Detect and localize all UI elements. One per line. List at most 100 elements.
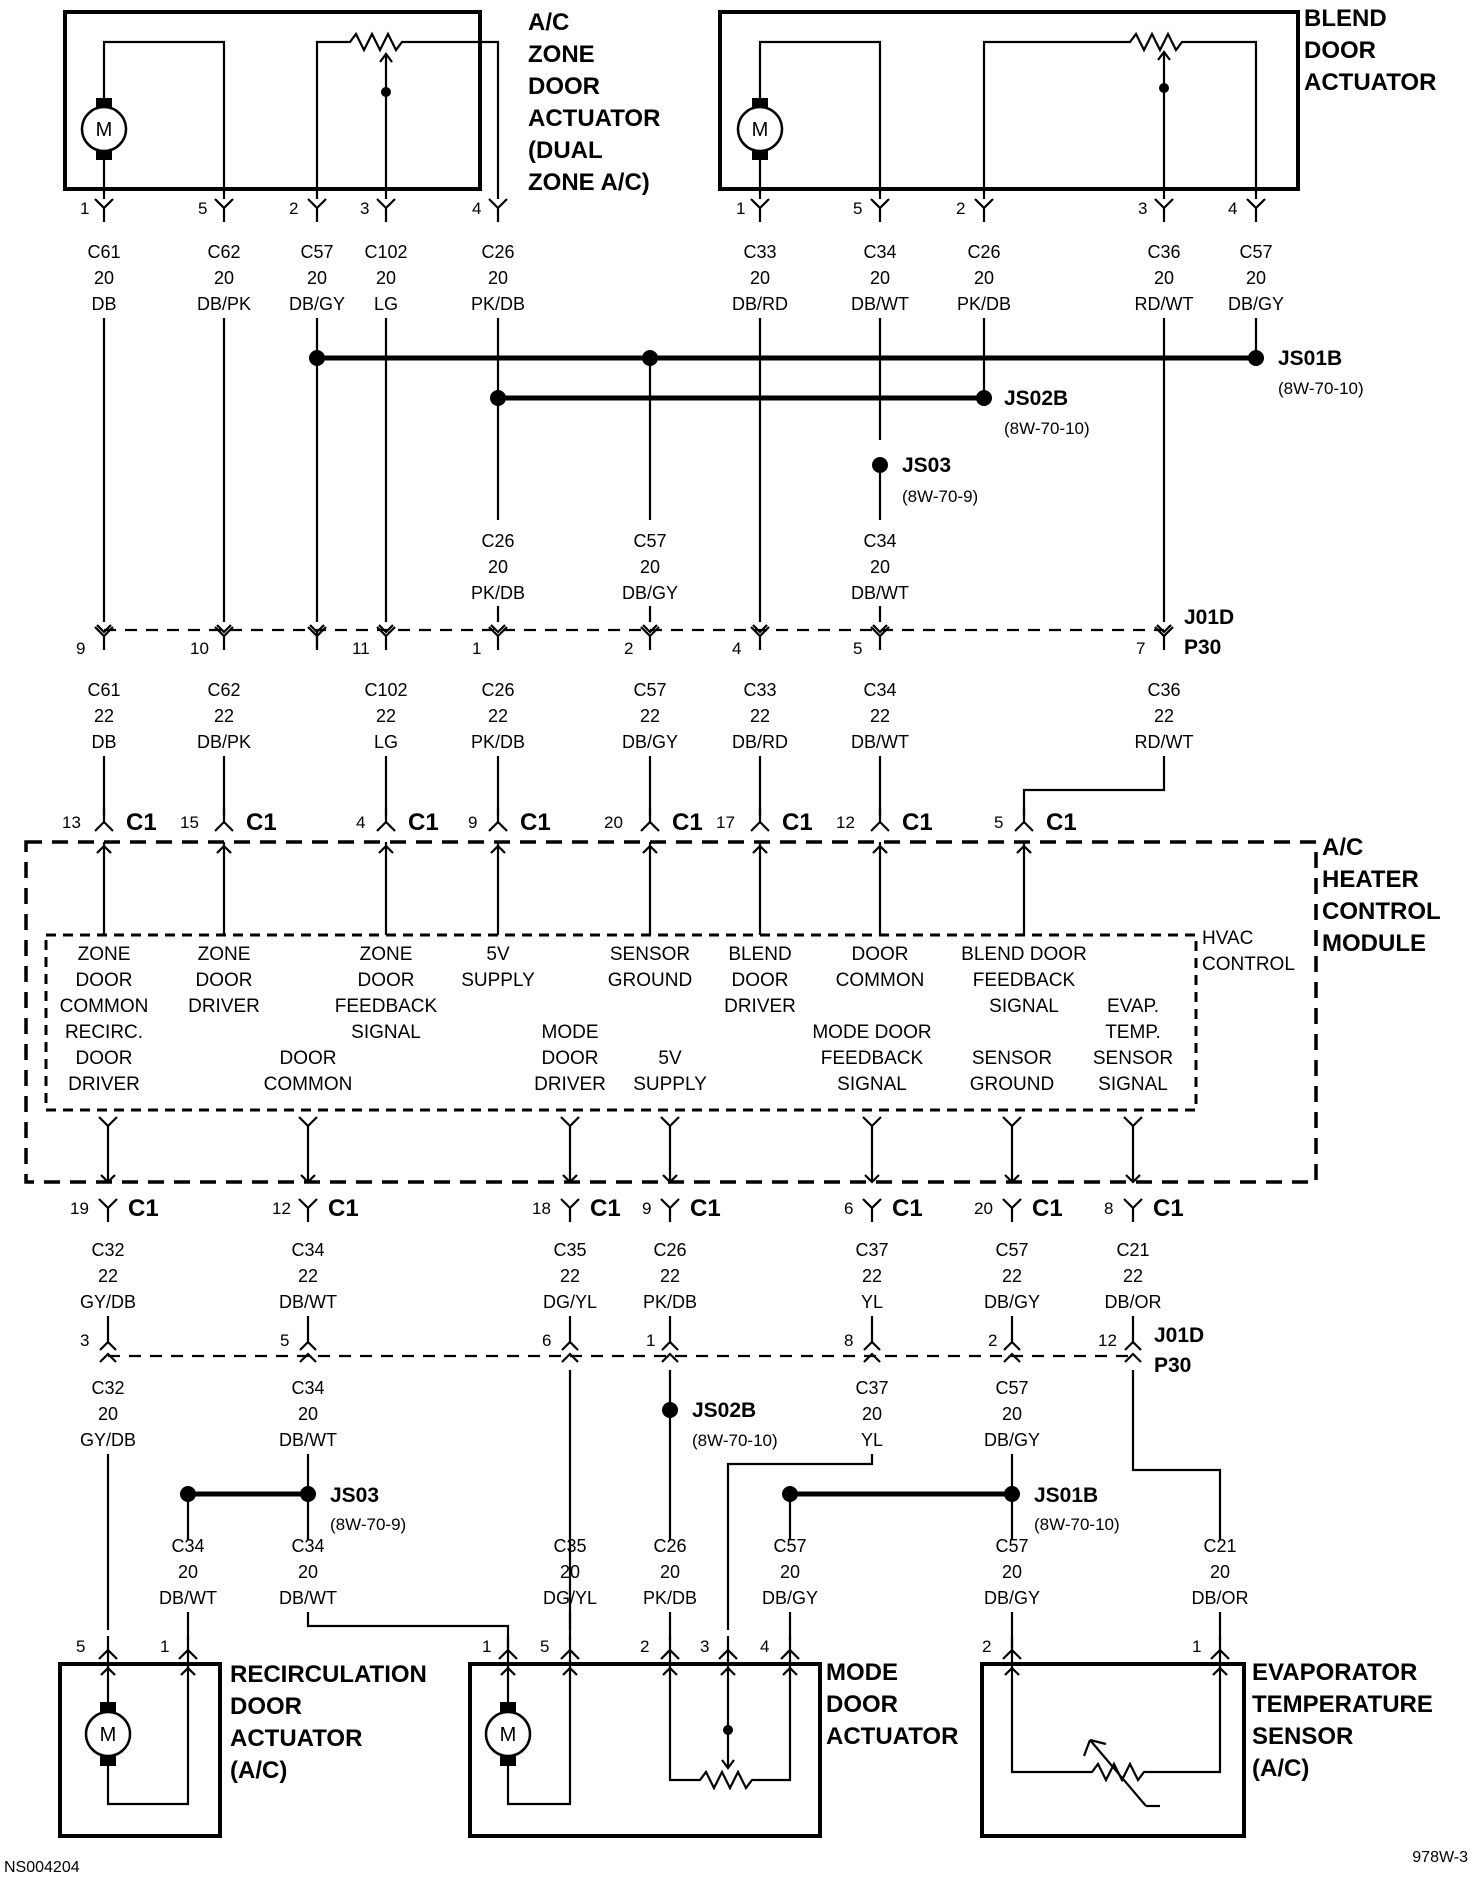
svg-text:DOOR: DOOR (826, 1691, 898, 1718)
svg-text:JS03: JS03 (330, 1484, 379, 1507)
svg-text:C57: C57 (995, 1240, 1028, 1260)
svg-text:2: 2 (624, 639, 633, 658)
splice-js02b-bottom: JS02B (8W-70-10) (692, 1399, 778, 1450)
svg-text:ACTUATOR: ACTUATOR (826, 1723, 958, 1750)
svg-text:22: 22 (488, 706, 508, 726)
svg-text:GY/DB: GY/DB (80, 1430, 136, 1450)
svg-text:M: M (500, 1724, 517, 1746)
svg-text:PK/DB: PK/DB (471, 732, 525, 752)
svg-text:2: 2 (956, 199, 965, 218)
blend-door-actuator-title: BLEND DOOR ACTUATOR (1304, 5, 1436, 96)
evap-sensor-pins: 2 1 (982, 1634, 1231, 1661)
zone-door-actuator-title: A/C ZONE DOOR ACTUATOR (DUAL ZONE A/C) (528, 9, 660, 196)
svg-text:C1: C1 (1153, 1195, 1184, 1222)
svg-text:3: 3 (360, 199, 369, 218)
svg-text:ZONE: ZONE (78, 944, 131, 965)
svg-text:ACTUATOR: ACTUATOR (528, 105, 660, 132)
svg-text:11: 11 (352, 639, 370, 658)
svg-text:DOOR: DOOR (528, 73, 600, 100)
svg-text:C36: C36 (1147, 242, 1180, 262)
svg-text:M: M (752, 119, 769, 141)
svg-text:7: 7 (1136, 639, 1145, 658)
svg-text:22: 22 (640, 706, 660, 726)
svg-text:6: 6 (844, 1199, 853, 1218)
blend-actuator-pins: 1 5 2 3 4 (736, 197, 1267, 224)
svg-text:FEEDBACK: FEEDBACK (973, 970, 1076, 991)
j01d-connector-top: 9 10 11 1 2 4 5 7 J01D P30 (76, 606, 1234, 659)
svg-text:C1: C1 (1032, 1195, 1063, 1222)
svg-text:DG/YL: DG/YL (543, 1588, 597, 1608)
svg-text:COMMON: COMMON (264, 1074, 353, 1095)
svg-text:JS01B: JS01B (1034, 1484, 1098, 1507)
svg-text:12: 12 (272, 1199, 291, 1218)
svg-text:5V: 5V (658, 1048, 682, 1069)
svg-text:C57: C57 (995, 1536, 1028, 1556)
svg-text:DB/GY: DB/GY (984, 1430, 1040, 1450)
splice-js01b-bottom: JS01B (8W-70-10) (1034, 1484, 1120, 1534)
svg-text:SIGNAL: SIGNAL (351, 1022, 421, 1043)
svg-text:C34: C34 (863, 531, 896, 551)
svg-text:20: 20 (870, 268, 890, 288)
svg-text:20: 20 (560, 1562, 580, 1582)
svg-text:C57: C57 (773, 1536, 806, 1556)
svg-text:DB/RD: DB/RD (732, 294, 788, 314)
svg-text:C34: C34 (291, 1240, 324, 1260)
footer-code-right: 978W-3 (1412, 1849, 1468, 1866)
svg-text:C57: C57 (633, 680, 666, 700)
recirculation-door-actuator-box (58, 1662, 222, 1838)
svg-text:MODE: MODE (542, 1022, 599, 1043)
svg-text:DB/GY: DB/GY (622, 583, 678, 603)
svg-text:DB/OR: DB/OR (1191, 1588, 1248, 1608)
svg-text:DOOR: DOOR (732, 970, 789, 991)
svg-text:TEMPERATURE: TEMPERATURE (1252, 1691, 1433, 1718)
svg-text:C35: C35 (553, 1240, 586, 1260)
svg-text:DB/WT: DB/WT (851, 294, 909, 314)
svg-text:EVAP.: EVAP. (1107, 996, 1159, 1017)
svg-text:5: 5 (853, 639, 862, 658)
svg-text:(8W-70-9): (8W-70-9) (330, 1515, 406, 1534)
svg-text:2: 2 (982, 1637, 991, 1656)
svg-text:GROUND: GROUND (608, 970, 692, 991)
svg-text:HVAC: HVAC (1202, 928, 1253, 949)
zone-actuator-pins: 1 5 2 3 4 (80, 197, 509, 224)
svg-text:DB/WT: DB/WT (279, 1292, 337, 1312)
svg-text:20: 20 (1210, 1562, 1230, 1582)
svg-text:20: 20 (298, 1404, 318, 1424)
svg-text:DB/GY: DB/GY (984, 1588, 1040, 1608)
svg-text:C1: C1 (128, 1195, 159, 1222)
splice-js01b-top: JS01B (8W-70-10) (1278, 347, 1364, 398)
svg-text:15: 15 (180, 813, 199, 832)
recirculation-door-actuator-title: RECIRCULATION DOOR ACTUATOR (A/C) (230, 1661, 427, 1784)
mode-motor-icon: M (484, 1702, 532, 1766)
svg-text:M: M (100, 1724, 117, 1746)
svg-text:LG: LG (374, 294, 398, 314)
svg-text:ZONE A/C): ZONE A/C) (528, 169, 650, 196)
svg-text:C1: C1 (126, 809, 157, 836)
svg-text:20: 20 (750, 268, 770, 288)
svg-text:RECIRC.: RECIRC. (65, 1022, 143, 1043)
svg-text:C34: C34 (863, 242, 896, 262)
svg-text:C37: C37 (855, 1240, 888, 1260)
svg-text:1: 1 (736, 199, 745, 218)
svg-text:C1: C1 (408, 809, 439, 836)
svg-text:DB/WT: DB/WT (279, 1430, 337, 1450)
svg-text:22: 22 (870, 706, 890, 726)
svg-text:P30: P30 (1154, 1354, 1191, 1377)
svg-text:SUPPLY: SUPPLY (633, 1074, 707, 1095)
mode-actuator-pins: 1 5 2 3 4 (482, 1634, 801, 1661)
svg-text:C26: C26 (653, 1536, 686, 1556)
svg-text:4: 4 (356, 813, 365, 832)
svg-text:SENSOR: SENSOR (1252, 1723, 1353, 1750)
svg-text:BLEND DOOR: BLEND DOOR (961, 944, 1087, 965)
svg-text:2: 2 (640, 1637, 649, 1656)
svg-text:C33: C33 (743, 242, 776, 262)
svg-text:COMMON: COMMON (60, 996, 149, 1017)
svg-text:(8W-70-10): (8W-70-10) (1034, 1515, 1120, 1534)
svg-text:22: 22 (750, 706, 770, 726)
svg-text:C32: C32 (91, 1240, 124, 1260)
svg-text:2: 2 (988, 1331, 997, 1350)
svg-text:DB/GY: DB/GY (984, 1292, 1040, 1312)
